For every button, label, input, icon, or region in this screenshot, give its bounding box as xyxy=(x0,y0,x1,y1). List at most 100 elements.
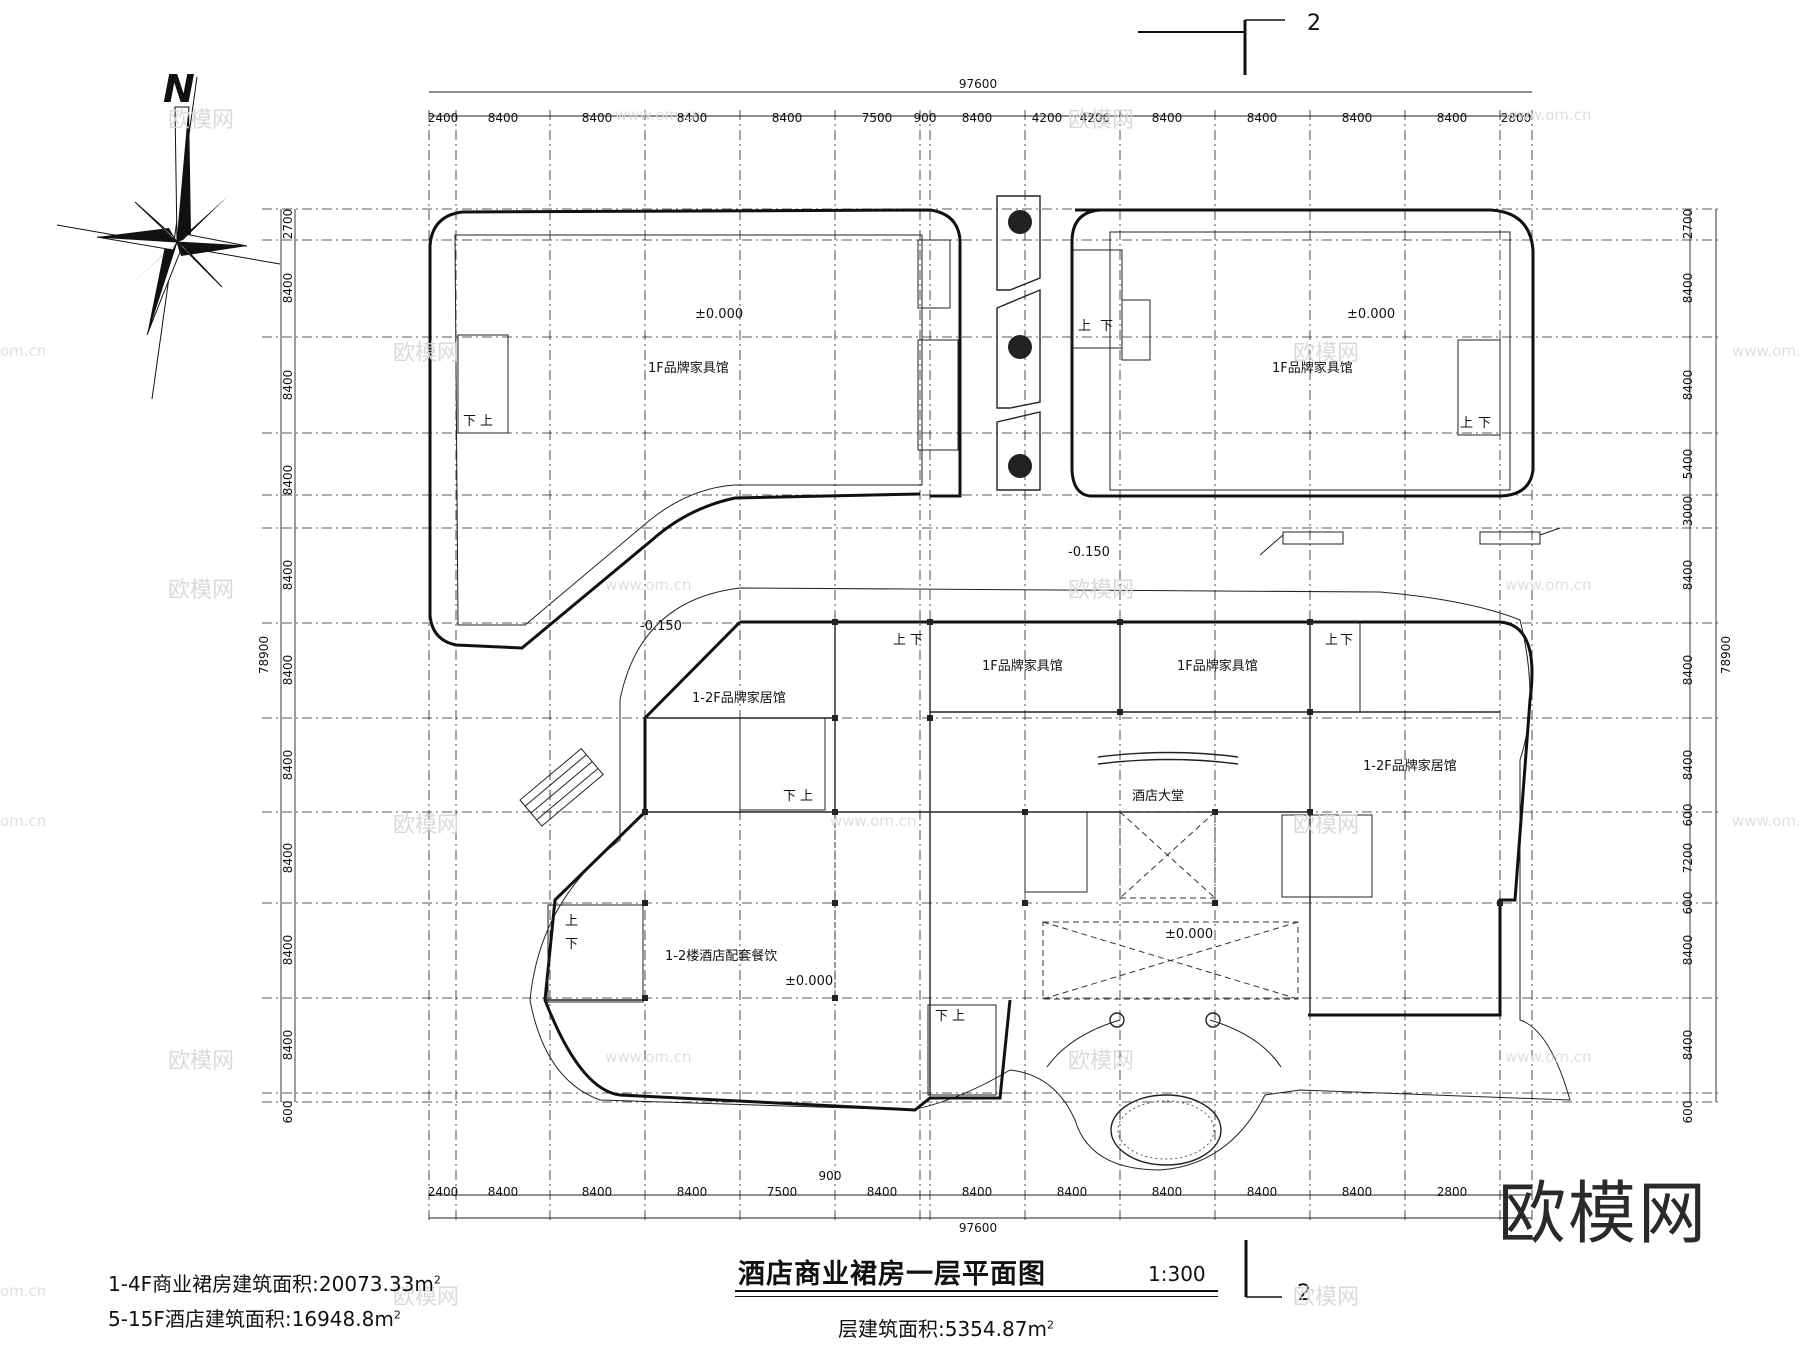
floor-area-note: 层建筑面积:5354.87m2 xyxy=(838,1317,1054,1341)
svg-text:8400: 8400 xyxy=(1681,935,1695,966)
svg-text:www.om.cn: www.om.cn xyxy=(1732,342,1800,360)
podium-area-note: 1-4F商业裙房建筑面积:20073.33m2 xyxy=(108,1272,441,1296)
svg-text:8400: 8400 xyxy=(281,273,295,304)
nw-room-label: 1F品牌家具馆 xyxy=(648,360,729,376)
svg-text:7500: 7500 xyxy=(862,111,893,125)
bottom-segment-dims: 2400 8400 8400 8400 7500 900 8400 8400 8… xyxy=(428,1169,1468,1199)
svg-text:8400: 8400 xyxy=(582,1185,613,1199)
svg-text:2800: 2800 xyxy=(1437,1185,1468,1199)
svg-text:2: 2 xyxy=(1297,1281,1311,1306)
svg-text:2700: 2700 xyxy=(281,209,295,240)
svg-text:www.om.cn: www.om.cn xyxy=(830,812,917,830)
svg-text:欧模网: 欧模网 xyxy=(168,1049,234,1074)
svg-text:600: 600 xyxy=(1681,892,1695,915)
south-room-label-1: 1F品牌家具馆 xyxy=(982,658,1063,674)
svg-text:8400: 8400 xyxy=(1681,560,1695,591)
ne-block: ±0.000 1F品牌家具馆 xyxy=(1070,208,1535,498)
svg-text:欧模网: 欧模网 xyxy=(168,108,234,133)
svg-text:上: 上 xyxy=(800,789,813,804)
title-underline xyxy=(735,1290,1218,1292)
svg-text:8400: 8400 xyxy=(1681,273,1695,304)
lobby-label: 酒店大堂 xyxy=(1132,789,1184,804)
svg-text:www.om.cn: www.om.cn xyxy=(1505,106,1592,124)
svg-text:下: 下 xyxy=(1100,319,1113,334)
svg-text:8400: 8400 xyxy=(677,1185,708,1199)
top-total-dim: 97600 xyxy=(959,77,997,91)
svg-text:欧模网: 欧模网 xyxy=(168,578,234,603)
section-marker-top: 2 xyxy=(1138,11,1321,75)
title-underline-thin xyxy=(735,1296,1218,1297)
svg-text:3000: 3000 xyxy=(1681,496,1695,527)
svg-text:欧模网: 欧模网 xyxy=(393,1285,459,1310)
svg-text:下: 下 xyxy=(463,414,476,429)
plaza-level-w: -0.150 xyxy=(640,619,682,634)
svg-text:8400: 8400 xyxy=(677,111,708,125)
svg-text:欧模网: 欧模网 xyxy=(1293,1285,1359,1310)
svg-text:600: 600 xyxy=(281,1101,295,1124)
svg-text:om.cn: om.cn xyxy=(0,342,46,360)
svg-text:om.cn: om.cn xyxy=(0,812,46,830)
svg-text:8400: 8400 xyxy=(488,1185,519,1199)
south-room-label-2: 1F品牌家具馆 xyxy=(1177,658,1258,674)
svg-text:2800: 2800 xyxy=(1501,111,1532,125)
svg-text:7500: 7500 xyxy=(767,1185,798,1199)
right-total-dim: 78900 xyxy=(1719,636,1733,674)
svg-text:900: 900 xyxy=(914,111,937,125)
svg-text:8400: 8400 xyxy=(867,1185,898,1199)
restaurant-level: ±0.000 xyxy=(785,974,833,989)
svg-text:欧模网: 欧模网 xyxy=(1068,108,1134,133)
svg-text:8400: 8400 xyxy=(281,465,295,496)
svg-text:上: 上 xyxy=(1325,633,1338,648)
svg-text:下: 下 xyxy=(910,633,923,648)
svg-text:欧模网: 欧模网 xyxy=(1293,813,1359,838)
section-marker-bottom: 2 xyxy=(1244,1240,1311,1306)
svg-text:欧模网: 欧模网 xyxy=(393,813,459,838)
ne-room-label: 1F品牌家具馆 xyxy=(1272,360,1353,376)
svg-text:下: 下 xyxy=(1340,633,1353,648)
svg-text:8400: 8400 xyxy=(281,750,295,781)
svg-text:下: 下 xyxy=(565,937,578,952)
svg-text:om.cn: om.cn xyxy=(0,1282,46,1300)
svg-text:上: 上 xyxy=(1078,319,1091,334)
south-block: 1F品牌家具馆 1F品牌家具馆 1-2F品牌家居馆 1-2F品牌家居馆 酒店大堂… xyxy=(463,319,1571,1171)
svg-text:8400: 8400 xyxy=(1152,111,1183,125)
bottom-total-dim: 97600 xyxy=(959,1221,997,1235)
svg-text:www.om.cn: www.om.cn xyxy=(615,106,702,124)
svg-text:下: 下 xyxy=(935,1009,948,1024)
svg-text:8400: 8400 xyxy=(1247,111,1278,125)
svg-text:8400: 8400 xyxy=(281,843,295,874)
svg-text:上: 上 xyxy=(952,1009,965,1024)
svg-text:www.om.cn: www.om.cn xyxy=(1505,1048,1592,1066)
svg-text:8400: 8400 xyxy=(962,111,993,125)
svg-text:8400: 8400 xyxy=(281,370,295,401)
nw-block: ±0.000 1F品牌家具馆 xyxy=(428,208,962,650)
north-arrow-icon: N xyxy=(56,67,281,400)
svg-text:8400: 8400 xyxy=(1681,1030,1695,1061)
plaza-escalators xyxy=(1259,527,1561,556)
hotel-area-note: 5-15F酒店建筑面积:16948.8m2 xyxy=(108,1307,401,1331)
nw-level: ±0.000 xyxy=(695,307,743,322)
right-segment-dims: 2700 8400 8400 5400 3000 8400 8400 8400 … xyxy=(1681,209,1695,1124)
svg-text:5400: 5400 xyxy=(1681,449,1695,480)
svg-text:2400: 2400 xyxy=(428,111,459,125)
svg-text:8400: 8400 xyxy=(1342,111,1373,125)
svg-text:8400: 8400 xyxy=(772,111,803,125)
svg-text:www.om.cn: www.om.cn xyxy=(1732,812,1800,830)
ne-level: ±0.000 xyxy=(1347,307,1395,322)
svg-text:上: 上 xyxy=(565,914,578,929)
svg-text:7200: 7200 xyxy=(1681,843,1695,874)
drawing-scale: 1:300 xyxy=(1148,1262,1206,1286)
svg-text:www.om.cn: www.om.cn xyxy=(605,576,692,594)
left-segment-dims: 2700 8400 8400 8400 8400 8400 8400 8400 … xyxy=(281,209,295,1124)
svg-text:8400: 8400 xyxy=(1247,1185,1278,1199)
svg-text:8400: 8400 xyxy=(962,1185,993,1199)
svg-text:8400: 8400 xyxy=(1437,111,1468,125)
svg-text:8400: 8400 xyxy=(582,111,613,125)
dimension-lines xyxy=(280,91,1717,1219)
svg-text:上: 上 xyxy=(893,633,906,648)
plaza-level-e: -0.150 xyxy=(1068,545,1110,560)
svg-text:N: N xyxy=(163,67,195,111)
svg-text:8400: 8400 xyxy=(1342,1185,1373,1199)
court-level: ±0.000 xyxy=(1165,927,1213,942)
